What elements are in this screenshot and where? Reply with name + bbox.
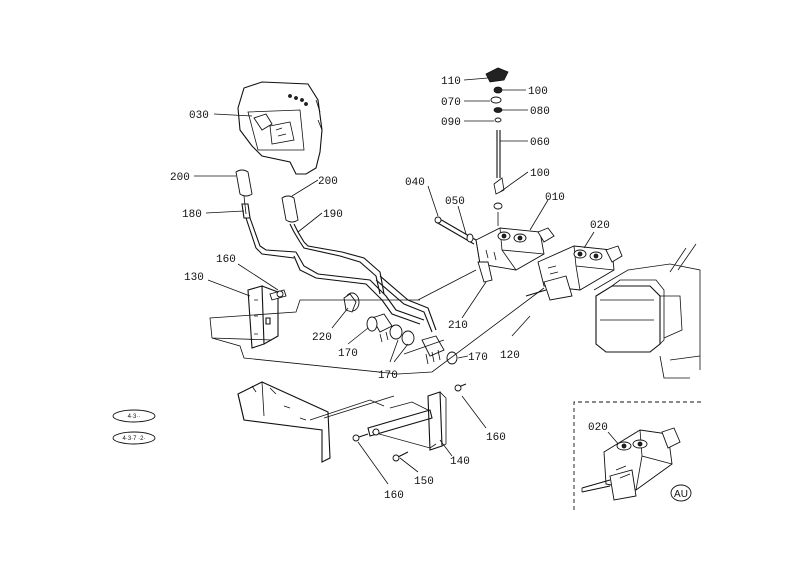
part-label-200b: 200 xyxy=(318,176,338,188)
console-panel xyxy=(237,81,323,175)
lever-right-assembly xyxy=(281,195,437,333)
part-label-170a: 170 xyxy=(338,348,358,360)
valve-020 xyxy=(525,245,623,301)
part-label-020: 020 xyxy=(590,220,610,232)
leader-lines xyxy=(194,77,595,485)
part-label-200a: 200 xyxy=(170,172,190,184)
badge-bottom-text: 4·3·7 ·2· xyxy=(122,436,145,442)
part-label-170b: 170 xyxy=(378,370,398,382)
part-label-160a: 160 xyxy=(216,254,236,266)
part-label-100b: 100 xyxy=(530,168,550,180)
bracket-left xyxy=(247,285,287,349)
part-label-140: 140 xyxy=(450,456,470,468)
part-label-170c: 170 xyxy=(468,352,488,364)
inset-part-label: 020 xyxy=(588,422,608,434)
part-label-210: 210 xyxy=(448,320,468,332)
lower-base-plate xyxy=(237,381,331,463)
part-label-050: 050 xyxy=(445,196,465,208)
part-label-060: 060 xyxy=(530,137,550,149)
part-label-010: 010 xyxy=(545,192,565,204)
part-label-100a: 100 xyxy=(528,86,548,98)
part-label-150: 150 xyxy=(414,476,434,488)
part-label-130: 130 xyxy=(184,272,204,284)
lever-left-assembly xyxy=(235,169,297,259)
bolts-160 xyxy=(352,383,467,462)
part-label-190: 190 xyxy=(323,209,343,221)
hydraulic-housing xyxy=(593,243,701,379)
side-badges: 4·3·· 4·3·7 ·2· xyxy=(112,409,156,445)
control-valve xyxy=(475,227,555,283)
part-label-070: 070 xyxy=(441,97,461,109)
bolt-040 xyxy=(434,216,477,245)
part-label-220: 220 xyxy=(312,332,332,344)
part-label-110: 110 xyxy=(441,76,461,88)
bushings xyxy=(343,292,458,365)
part-label-120: 120 xyxy=(500,350,520,362)
part-label-080: 080 xyxy=(530,106,550,118)
part-labels: 110 100 070 080 090 060 100 040 050 010 … xyxy=(170,76,610,502)
badge-top-text: 4·3·· xyxy=(128,414,141,420)
valve-stack xyxy=(485,67,509,226)
part-label-030: 030 xyxy=(189,110,209,122)
inset-badge: AU xyxy=(674,489,688,500)
part-label-180: 180 xyxy=(182,209,202,221)
part-label-090: 090 xyxy=(441,117,461,129)
inset-detail: 020 AU xyxy=(573,401,702,510)
part-label-160b: 160 xyxy=(486,432,506,444)
part-label-040: 040 xyxy=(405,177,425,189)
assembly-lines xyxy=(209,269,545,421)
part-label-160c: 160 xyxy=(384,490,404,502)
